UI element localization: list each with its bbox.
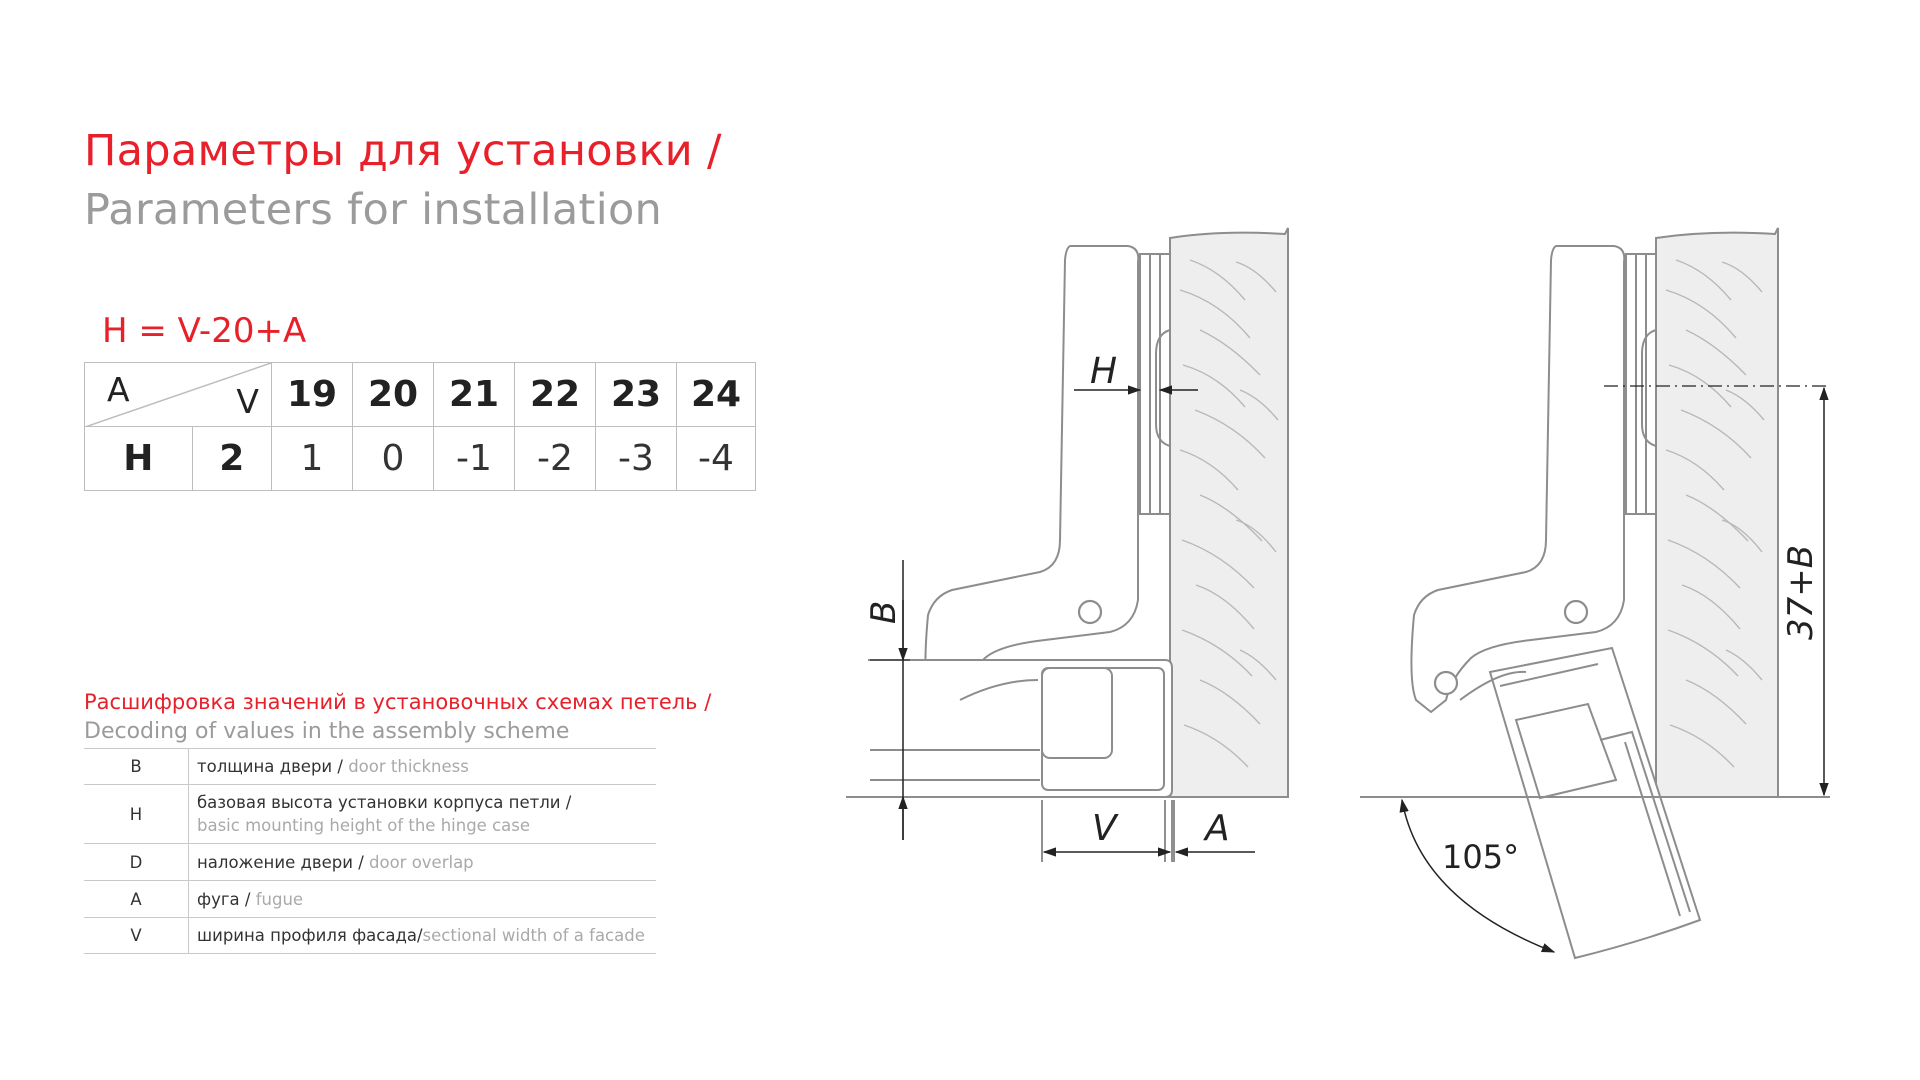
legend-text-ru: ширина профиля фасада/ — [197, 926, 423, 945]
table-row-label: H — [84, 426, 193, 491]
table-row-v: A V 19 20 21 22 23 24 — [84, 362, 756, 427]
table-cell-h: -3 — [595, 426, 677, 491]
table-cell-h: -2 — [514, 426, 596, 491]
hinge-pivot-left — [1077, 599, 1103, 625]
table-cell-v: 24 — [676, 362, 756, 427]
dimension-v: V — [1041, 800, 1173, 862]
table-cell-v: 20 — [352, 362, 434, 427]
label-b: B — [864, 601, 904, 624]
corner-label-a: A — [107, 370, 130, 409]
title-ru: Параметры для установки / — [84, 126, 722, 176]
legend-text-en: sectional width of a facade — [422, 926, 645, 945]
table-row-h: H 2 1 0 -1 -2 -3 -4 — [84, 426, 756, 491]
title-en: Parameters for installation — [84, 185, 663, 235]
legend-text-en: door thickness — [348, 757, 469, 776]
legend-symbol: A — [84, 880, 189, 918]
legend-text-en: fugue — [255, 889, 304, 909]
formula: H = V-20+A — [102, 311, 307, 351]
label-angle: 105° — [1442, 838, 1519, 876]
dimension-a: A — [1164, 800, 1255, 862]
door-profile-open — [1459, 646, 1702, 960]
table-cell-h: -4 — [676, 426, 756, 491]
legend-description: фуга / fugue — [188, 880, 656, 918]
table-cell-v: 22 — [514, 362, 596, 427]
cabinet-wall-right — [1655, 227, 1779, 798]
legend-symbol: D — [84, 843, 189, 881]
table-cell-v: 19 — [271, 362, 353, 427]
label-a: A — [1203, 808, 1230, 849]
hinge-arm-left — [924, 245, 1140, 714]
legend-text-ru: базовая высота установки корпуса петли / — [197, 793, 572, 812]
dimension-37b: 37+B — [1604, 385, 1830, 797]
table-corner-cell: A V — [84, 362, 272, 427]
legend-row: B толщина двери / door thickness — [84, 748, 656, 785]
hinge-pivot-right — [1563, 599, 1589, 625]
legend-heading-en: Decoding of values in the assembly schem… — [84, 719, 570, 744]
legend-row: D наложение двери / door overlap — [84, 843, 656, 881]
table-cell-h: 0 — [352, 426, 434, 491]
legend-text-ru: наложение двери / — [197, 852, 369, 872]
hinge-arm-right — [1410, 245, 1626, 714]
table-cell-h-first: 2 — [191, 426, 273, 491]
corner-diagonal — [85, 363, 271, 427]
label-v: V — [1092, 808, 1119, 849]
legend-table: B толщина двери / door thickness H базов… — [84, 748, 656, 954]
dimension-b: B — [864, 560, 910, 840]
hinge-closed-drawing: H B V A — [846, 227, 1289, 862]
dimension-h: H — [1074, 351, 1198, 395]
legend-row: A фуга / fugue — [84, 880, 656, 918]
legend-symbol: B — [84, 748, 189, 785]
mounting-plate-right — [1625, 253, 1657, 515]
parameters-table: A V 19 20 21 22 23 24 H 2 1 0 -1 -2 -3 -… — [84, 362, 756, 491]
legend-text-en: basic mounting height of the hinge case — [197, 816, 531, 835]
legend-description: ширина профиля фасада/sectional width of… — [188, 917, 656, 954]
legend-text-ru: фуга / — [197, 889, 256, 909]
corner-label-v: V — [236, 382, 259, 421]
table-cell-h: -1 — [433, 426, 515, 491]
label-37b: 37+B — [1781, 545, 1821, 640]
hinge-pivot-right — [1433, 670, 1459, 696]
legend-description: наложение двери / door overlap — [188, 843, 656, 881]
label-h: H — [1090, 351, 1117, 392]
legend-row: H базовая высота установки корпуса петли… — [84, 784, 656, 844]
legend-description: толщина двери / door thickness — [188, 748, 656, 785]
legend-heading-ru: Расшифровка значений в установочных схем… — [84, 690, 712, 714]
legend-text-en: door overlap — [369, 852, 474, 872]
legend-symbol: H — [84, 784, 189, 844]
legend-row: V ширина профиля фасада/sectional width … — [84, 917, 656, 954]
cabinet-wall-left — [1169, 227, 1289, 798]
legend-text-ru: толщина двери / — [197, 757, 349, 776]
door-profile-left — [870, 659, 1173, 798]
hinge-open-drawing: 37+B 105° — [1360, 227, 1830, 960]
legend-symbol: V — [84, 917, 189, 954]
mounting-plate-left — [1139, 253, 1171, 515]
table-cell-v: 23 — [595, 362, 677, 427]
dimension-angle: 105° — [1399, 798, 1556, 953]
legend-description: базовая высота установки корпуса петли /… — [188, 784, 656, 844]
table-cell-v: 21 — [433, 362, 515, 427]
